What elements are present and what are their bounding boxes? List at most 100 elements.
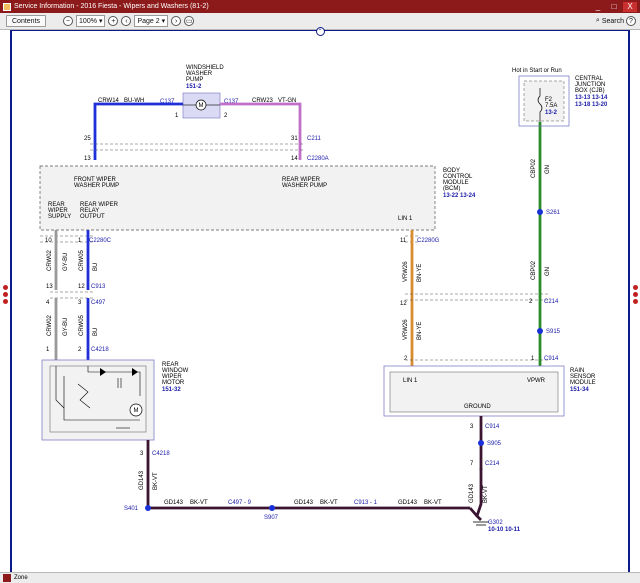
maximize-button[interactable]: □ bbox=[611, 1, 617, 11]
zoom-in-icon[interactable]: + bbox=[108, 16, 119, 26]
zoom-value: 100% bbox=[79, 17, 97, 25]
page-value: Page 2 bbox=[137, 17, 160, 25]
next-page-icon[interactable]: › bbox=[171, 16, 182, 26]
pin-3-c4218: 3 bbox=[140, 451, 144, 457]
bcm-front-pump-1: FRONT WIPER bbox=[74, 177, 117, 183]
rear-motor-title-3: WIPER bbox=[162, 374, 182, 380]
pin-3-c497: 3 bbox=[78, 300, 82, 306]
pin-1-c2280c: 1 bbox=[78, 238, 82, 244]
cjb-box bbox=[518, 75, 570, 127]
cjb-title-1: CENTRAL bbox=[575, 76, 604, 82]
previous-page-icon[interactable]: ‹ bbox=[121, 16, 132, 26]
splice-s907-dot bbox=[269, 505, 275, 511]
rain-sensor-ground: GROUND bbox=[464, 404, 491, 410]
chevron-down-icon: ▾ bbox=[98, 18, 103, 25]
ground-g302[interactable]: G302 bbox=[488, 520, 503, 526]
wire-crw05-label-upper: CRW05 bbox=[79, 249, 85, 271]
connector-c913-1[interactable]: C913 - 1 bbox=[354, 500, 378, 506]
splice-s905[interactable]: S905 bbox=[487, 441, 502, 447]
wire-crw23-label: CRW23 bbox=[252, 98, 274, 104]
view-top-border: ⌃ bbox=[12, 27, 628, 36]
statusbar-text: Zone bbox=[14, 575, 28, 581]
bcm-title-1: BODY bbox=[443, 168, 460, 174]
splice-s401[interactable]: S401 bbox=[124, 506, 139, 512]
pump-pin-left: 1 bbox=[175, 113, 179, 119]
help-icon[interactable]: ? bbox=[626, 16, 636, 26]
splice-s907[interactable]: S907 bbox=[264, 515, 279, 521]
connector-c211[interactable]: C211 bbox=[307, 136, 322, 142]
pin-13-top: 13 bbox=[84, 156, 91, 162]
windshield-pump-title-2: WASHER bbox=[186, 71, 213, 77]
zoom-out-icon[interactable]: − bbox=[63, 16, 74, 26]
connector-c214-top[interactable]: C214 bbox=[544, 299, 559, 305]
cjb-hot-label: Hot in Start or Run bbox=[512, 68, 562, 74]
cjb-refs-1[interactable]: 13-13 13-14 bbox=[575, 95, 608, 101]
connector-c4218-bottom[interactable]: C4218 bbox=[152, 451, 170, 457]
pump-pin-right: 2 bbox=[224, 113, 228, 119]
cjb-refs-2[interactable]: 13-18 13-20 bbox=[575, 102, 608, 108]
connector-c913[interactable]: C913 bbox=[91, 284, 106, 290]
bcm-rear-supply-3: SUPPLY bbox=[48, 214, 71, 220]
windshield-pump-title-3: PUMP bbox=[186, 77, 203, 83]
pin-12-c913: 12 bbox=[78, 284, 85, 290]
print-icon[interactable]: ▭ bbox=[184, 16, 195, 26]
wire-gd143-right bbox=[475, 468, 483, 521]
connector-c214-bottom[interactable]: C214 bbox=[485, 461, 500, 467]
wire-vrw26-label-lower: VRW26 bbox=[403, 319, 409, 340]
rear-motor-ref[interactable]: 151-32 bbox=[162, 387, 181, 393]
connector-c914-bottom[interactable]: C914 bbox=[485, 424, 500, 430]
cjb-fuse-ref[interactable]: 13-2 bbox=[545, 110, 558, 116]
search-icon[interactable]: ⌕ bbox=[595, 17, 600, 24]
bcm-rear-supply-2: WIPER bbox=[48, 208, 68, 214]
left-panel-grip[interactable] bbox=[2, 285, 8, 309]
wire-gd143-h3-label: GD143 bbox=[398, 500, 418, 506]
ground-g302-refs[interactable]: 10-10 10-11 bbox=[488, 527, 521, 533]
contents-button[interactable]: Contents bbox=[6, 15, 47, 27]
minimize-button[interactable]: _ bbox=[595, 1, 601, 11]
wire-vrw26-color-lower: BN-YE bbox=[417, 322, 423, 340]
close-button[interactable]: X bbox=[623, 1, 637, 12]
splice-s401-dot bbox=[145, 505, 151, 511]
splice-s261[interactable]: S261 bbox=[546, 210, 561, 216]
rain-sensor-title-1: RAIN bbox=[570, 368, 584, 374]
bcm-refs[interactable]: 13-22 13-24 bbox=[443, 193, 476, 199]
wire-crw05-color-upper: BU bbox=[93, 263, 99, 271]
rain-sensor-title-2: SENSOR bbox=[570, 374, 596, 380]
connector-c914-top[interactable]: C914 bbox=[544, 356, 559, 362]
connector-c2280a[interactable]: C2280A bbox=[307, 156, 329, 162]
connector-c137-left[interactable]: C137 bbox=[160, 99, 175, 105]
rain-sensor-ref[interactable]: 151-34 bbox=[570, 387, 589, 393]
collapse-up-icon[interactable]: ⌃ bbox=[315, 27, 325, 36]
zoom-select[interactable]: 100% ▾ bbox=[76, 15, 106, 27]
cjb-fuse-amps: 7.5A bbox=[545, 103, 557, 109]
wire-vrw26-label-upper: VRW26 bbox=[403, 261, 409, 282]
pin-4: 4 bbox=[46, 300, 50, 306]
splice-s915[interactable]: S915 bbox=[546, 329, 561, 335]
wire-gd143-h1-label: GD143 bbox=[164, 500, 184, 506]
connector-c4218-top[interactable]: C4218 bbox=[91, 347, 109, 353]
connector-c137-right[interactable]: C137 bbox=[224, 99, 239, 105]
windshield-pump-ref[interactable]: 151-2 bbox=[186, 84, 202, 90]
window-titlebar: Service Information - 2016 Fiesta - Wipe… bbox=[0, 0, 640, 13]
right-panel-grip[interactable] bbox=[632, 285, 638, 309]
wire-cbp02-label-lower: CBP02 bbox=[531, 260, 537, 280]
pin-1-c4218: 1 bbox=[46, 347, 50, 353]
windshield-pump-title-1: WINDSHIELD bbox=[186, 65, 224, 71]
wire-gd143-h2-color: BK-VT bbox=[320, 500, 338, 506]
wire-crw02-color-upper: GY-BU bbox=[63, 253, 69, 271]
search-area[interactable]: ⌕ Search ? bbox=[596, 16, 636, 26]
statusbar: Zone bbox=[0, 572, 640, 583]
bcm-box bbox=[39, 165, 436, 231]
window-controls: _ □ X bbox=[591, 1, 640, 12]
connector-c2280g[interactable]: C2280G bbox=[417, 238, 440, 244]
wire-cbp02-label-upper: CBP02 bbox=[531, 158, 537, 178]
search-label[interactable]: Search bbox=[601, 17, 624, 25]
connector-c2280c[interactable]: C2280C bbox=[89, 238, 112, 244]
rain-sensor-lin: LIN 1 bbox=[403, 378, 418, 384]
rear-motor-icon bbox=[129, 403, 143, 417]
page-select[interactable]: Page 2 ▾ bbox=[134, 15, 169, 27]
connector-c497[interactable]: C497 bbox=[91, 300, 106, 306]
connector-c497-9[interactable]: C497 - 9 bbox=[228, 500, 252, 506]
rain-sensor-title-3: MODULE bbox=[570, 380, 596, 386]
